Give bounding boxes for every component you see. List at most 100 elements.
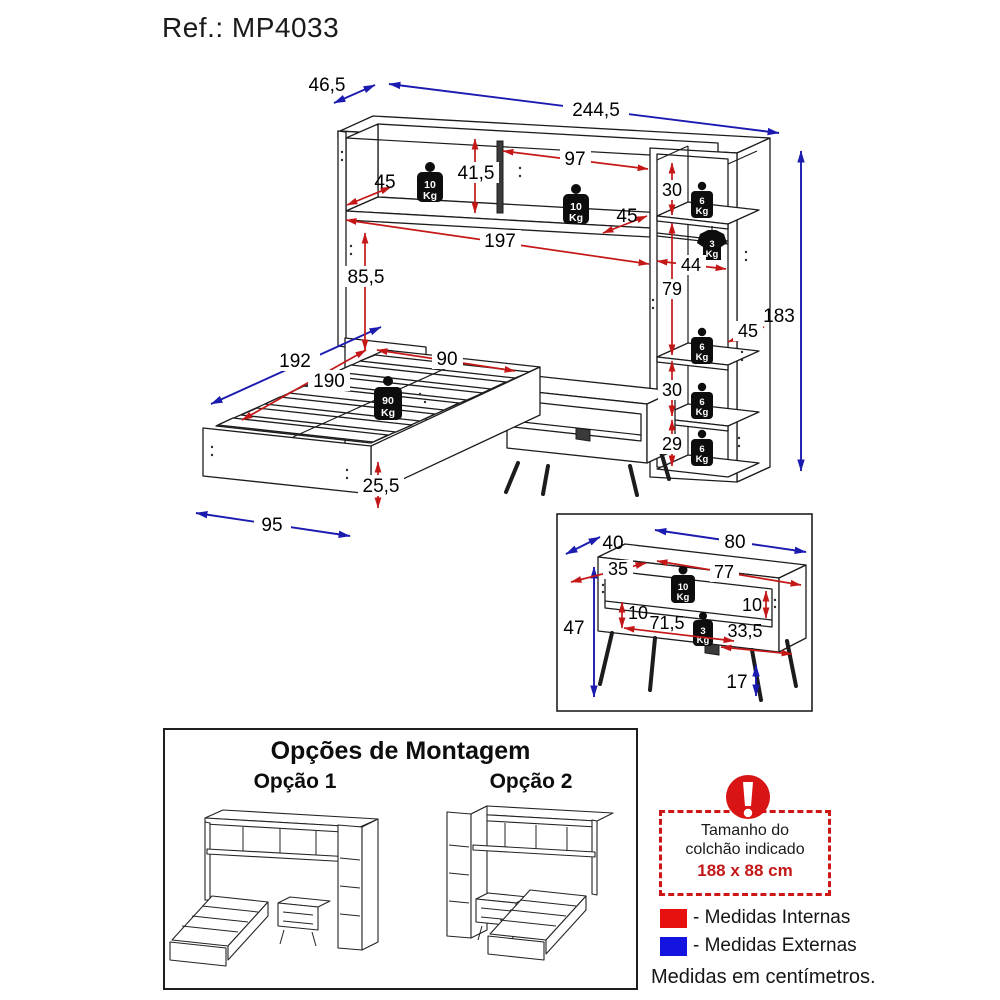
dim-width: 244,5 xyxy=(572,100,620,121)
dim-left-shelf-depth: 45 xyxy=(374,172,395,193)
weight-icon-detail-top: 10 Kg xyxy=(671,565,695,603)
dim-shelf-height: 41,5 xyxy=(458,163,495,184)
top-panel-underside-line xyxy=(345,137,651,156)
dim-ns-width: 80 xyxy=(724,532,745,553)
cubby-left-wall xyxy=(345,123,379,212)
hanging-rail xyxy=(656,232,729,242)
dim-tower-lower: 30 xyxy=(662,380,682,400)
svg-text:10: 10 xyxy=(424,179,436,191)
dim-opening-width: 197 xyxy=(484,231,516,252)
nightstand-detail-drawing: 10 Kg 3 Kg 40 80 47 17 35 77 10 xyxy=(556,513,813,712)
dim-ns-bottom-left: 71,5 xyxy=(649,613,684,633)
bed-right-rail xyxy=(370,366,541,495)
cubby-back-wall xyxy=(377,123,719,218)
dim-bed-side-height: 25,5 xyxy=(363,476,400,497)
svg-text:Kg: Kg xyxy=(696,407,709,418)
detail-leg-3 xyxy=(750,648,763,702)
nightstand-slot-divider xyxy=(575,427,591,442)
weight-icon-tower-shirt: 3 Kg xyxy=(697,226,727,260)
bed-slat xyxy=(288,385,460,411)
nightstand-slot-floor xyxy=(512,420,642,436)
mattress-size-callout: Tamanho do colchão indicado 188 x 88 cm xyxy=(659,810,831,896)
external-measures-swatch xyxy=(660,936,687,956)
dim-ns-top-width: 77 xyxy=(714,562,734,582)
bed-drawing xyxy=(202,337,541,495)
svg-text:3: 3 xyxy=(700,626,705,637)
detail-slot-divider xyxy=(704,642,720,656)
bed-footboard xyxy=(202,427,372,495)
bed-slat xyxy=(264,396,436,422)
nightstand-top-face xyxy=(506,375,676,405)
dim-bed-front: 95 xyxy=(261,515,282,536)
internal-measures-swatch xyxy=(660,908,687,928)
legend-external-row: - Medidas Externas xyxy=(660,935,857,956)
svg-text:Kg: Kg xyxy=(696,454,709,465)
dim-cubby-width: 97 xyxy=(564,149,585,170)
nightstand-slot xyxy=(512,399,642,442)
external-dimensions: 46,5 244,5 183 192 95 xyxy=(195,75,805,538)
weight-icon-tower-bottom: 6 Kg xyxy=(691,429,713,466)
detail-leg-2 xyxy=(648,636,657,692)
svg-text:10: 10 xyxy=(678,582,689,593)
dim-right-shelf-depth: 45 xyxy=(616,206,637,227)
bed-slat xyxy=(240,407,413,433)
units-note: Medidas em centímetros. xyxy=(651,966,876,988)
detail-right-face xyxy=(778,564,807,653)
assembly-options-box: Opções de Montagem Opção 1 Opção 2 xyxy=(163,728,638,990)
internal-measures-label: - Medidas Internas xyxy=(693,907,851,928)
svg-text:Kg: Kg xyxy=(706,249,719,260)
dim-bed-length-int: 190 xyxy=(313,371,345,392)
nightstand-right-face xyxy=(646,390,676,464)
dim-ns-bottom-right: 33,5 xyxy=(727,621,762,641)
cubby-floor-top xyxy=(345,196,683,229)
detail-leg-1 xyxy=(598,631,614,686)
detail-slot xyxy=(604,569,773,628)
tower-top-right-inner xyxy=(727,150,758,165)
svg-text:Kg: Kg xyxy=(696,206,709,217)
dim-tower-bottom: 29 xyxy=(662,434,682,454)
dim-depth: 46,5 xyxy=(309,75,346,96)
bed-slat xyxy=(217,417,389,443)
detail-top-face xyxy=(597,543,807,579)
wall-unit-drawing xyxy=(337,115,771,483)
bed-deck xyxy=(215,349,541,444)
nightstand-leg-2 xyxy=(541,464,550,496)
svg-text:6: 6 xyxy=(699,397,704,408)
cubby-divider xyxy=(496,140,504,214)
nightstand-detail-frame xyxy=(556,513,813,712)
dim-tower-top: 30 xyxy=(662,180,682,200)
weight-icon-tower-top: 6 Kg xyxy=(691,181,713,218)
tower-shelf2-band xyxy=(656,356,729,371)
unit-top-front-band xyxy=(337,130,738,161)
dim-ns-height: 47 xyxy=(563,618,584,639)
mattress-text-line2: colchão indicado xyxy=(685,841,805,858)
dim-ns-top-depth: 35 xyxy=(608,559,628,579)
assembly-options-title: Opções de Montagem xyxy=(270,737,531,765)
detail-slot-floor xyxy=(604,600,773,621)
weight-icon-tower-lower: 6 Kg xyxy=(691,382,713,419)
dim-ns-legs: 17 xyxy=(726,672,747,693)
tower-shelf3-top xyxy=(656,403,760,427)
left-upright xyxy=(337,130,347,348)
dim-height: 183 xyxy=(763,306,795,327)
internal-dimensions: 45 41,5 97 45 197 85,5 190 90 25,5 xyxy=(241,138,765,509)
weight-icon-cubby-left: 10 Kg xyxy=(417,162,443,202)
unit-top-face xyxy=(339,115,771,154)
bed-slat xyxy=(311,375,484,401)
nightstand-leg-4 xyxy=(659,450,671,481)
nightstand-leg-1 xyxy=(504,461,520,494)
dim-ns-depth: 40 xyxy=(602,533,623,554)
svg-text:6: 6 xyxy=(699,342,704,353)
detail-front-face xyxy=(597,556,780,653)
dim-ns-gap-left: 10 xyxy=(628,603,648,623)
tower-bottom-edge xyxy=(736,466,771,483)
svg-text:Kg: Kg xyxy=(569,212,583,224)
bed-center-rail xyxy=(292,360,463,438)
page-title: Ref.: MP4033 xyxy=(162,12,340,43)
tower-shelf2-top xyxy=(656,342,760,366)
legend-internal-row: - Medidas Internas xyxy=(660,907,851,928)
detail-leg-4 xyxy=(785,639,798,688)
svg-text:Kg: Kg xyxy=(677,592,690,603)
option-1-label: Opção 1 xyxy=(253,770,337,793)
